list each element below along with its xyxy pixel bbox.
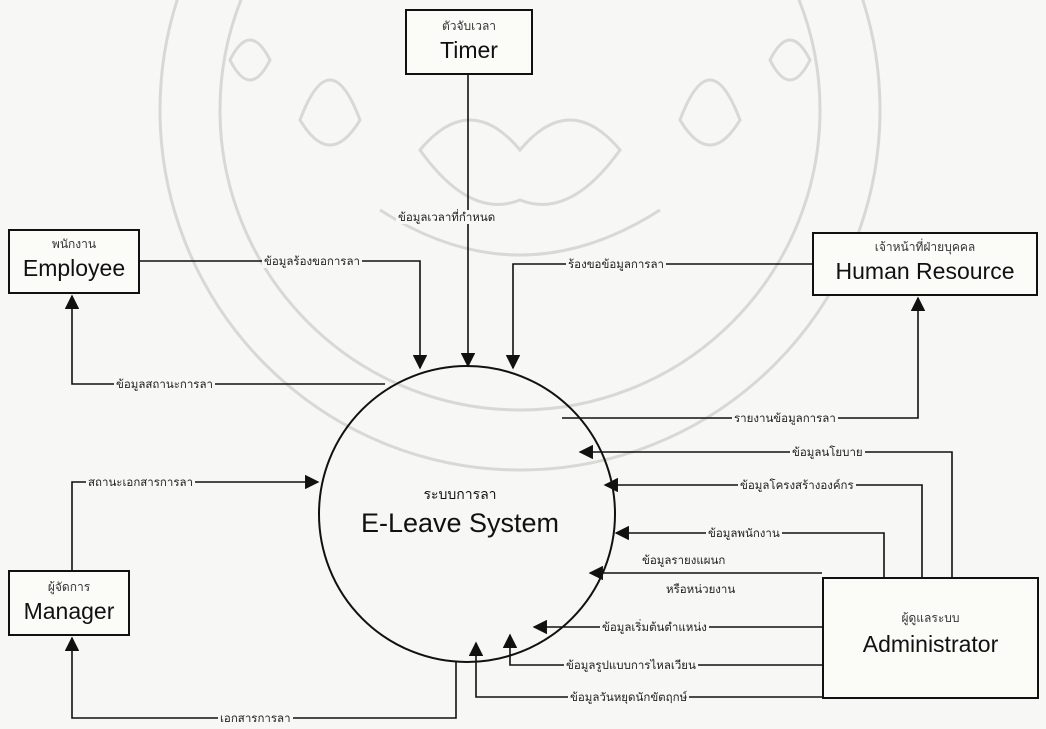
flow-leave-status xyxy=(64,294,385,385)
flow-hr-request xyxy=(505,263,812,370)
label-workflow: ข้อมูลรูปแบบการไหลเวียน xyxy=(564,658,698,672)
flow-employee-data xyxy=(614,525,885,577)
entity-employee-label: Employee xyxy=(22,255,126,281)
entity-administrator: ผู้ดูแลระบบ Administrator xyxy=(822,577,1039,699)
label-employee-data: ข้อมูลพนักงาน xyxy=(706,526,782,540)
label-position-start: ข้อมูลเริ่มต้นตำแหน่ง xyxy=(600,620,709,634)
flow-policy xyxy=(578,444,953,577)
label-doc-status: สถานะเอกสารการลา xyxy=(86,475,196,489)
label-leave-request: ข้อมูลร้องขอการลา xyxy=(262,254,362,268)
label-leave-status: ข้อมูลสถานะการลา xyxy=(114,377,215,391)
entity-manager-label: Manager xyxy=(23,598,115,624)
flow-leave-report xyxy=(562,296,926,419)
flow-doc-status xyxy=(71,474,320,570)
process-title: E-Leave System xyxy=(360,508,560,538)
label-org-structure: ข้อมูลโครงสร้างองค์กร xyxy=(738,478,856,492)
flow-leave-doc xyxy=(64,636,457,719)
entity-timer: ตัวจับเวลา Timer xyxy=(405,9,533,75)
flow-workflow xyxy=(502,633,822,666)
entity-employee: พนักงาน Employee xyxy=(8,229,140,294)
label-department-data-line2: หรือหน่วยงาน xyxy=(664,582,738,596)
label-policy: ข้อมูลนโยบาย xyxy=(790,445,865,459)
entity-manager: ผู้จัดการ Manager xyxy=(8,570,130,636)
entity-timer-thai-label: ตัวจับเวลา xyxy=(441,19,497,33)
entity-employee-thai-label: พนักงาน xyxy=(51,237,97,251)
entity-manager-thai-label: ผู้จัดการ xyxy=(47,580,91,594)
label-department-data-line1: ข้อมูลรายงแผนก xyxy=(640,553,728,567)
entity-admin-label: Administrator xyxy=(862,631,999,657)
entity-admin-thai-label: ผู้ดูแลระบบ xyxy=(901,611,960,625)
flow-holiday xyxy=(468,641,822,698)
flow-leave-request xyxy=(140,260,428,370)
label-leave-doc: เอกสารการลา xyxy=(218,711,293,725)
process-thai-title: ระบบการลา xyxy=(423,487,497,503)
entity-hr-thai-label: เจ้าหน้าที่ฝ่ายบุคคล xyxy=(874,240,976,254)
label-hr-request: ร้องขอข้อมูลการลา xyxy=(566,257,666,271)
flow-org-structure xyxy=(603,477,923,577)
entity-hr-label: Human Resource xyxy=(835,258,1015,284)
entity-human-resource: เจ้าหน้าที่ฝ่ายบุคคล Human Resource xyxy=(812,232,1038,296)
entity-timer-label: Timer xyxy=(440,37,498,63)
label-timer-data: ข้อมูลเวลาที่กำหนด xyxy=(396,210,498,224)
label-holiday: ข้อมูลวันหยุดนักขัตฤกษ์ xyxy=(568,690,690,704)
label-leave-report: รายงานข้อมูลการลา xyxy=(732,411,838,425)
